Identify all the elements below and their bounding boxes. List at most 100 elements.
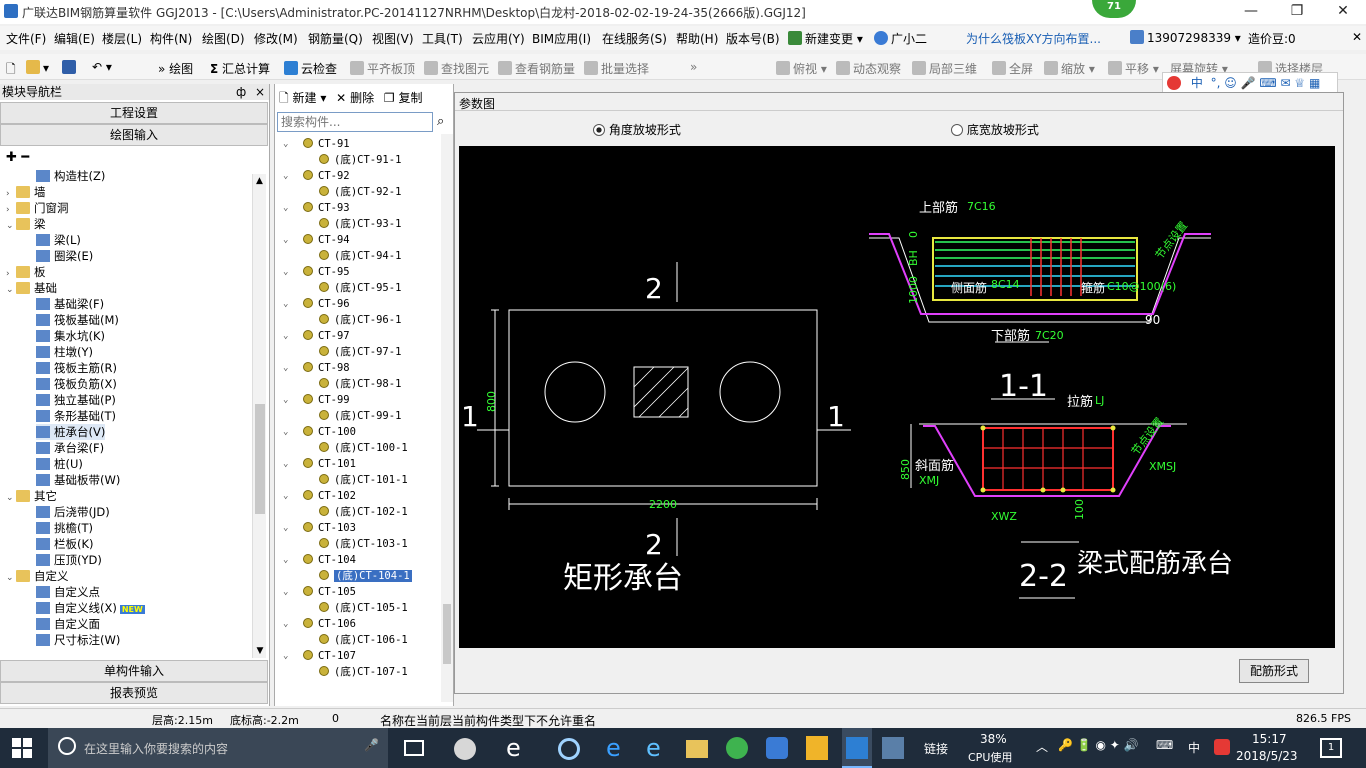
tree-item[interactable]: 筏板负筋(X): [36, 376, 117, 392]
notes-icon[interactable]: [806, 736, 828, 760]
tree-item[interactable]: 挑檐(T): [36, 520, 93, 536]
price-bean[interactable]: 造价豆:0: [1248, 32, 1296, 46]
list-scrollbar[interactable]: [441, 134, 453, 702]
radio-width-slope[interactable]: 底宽放坡形式: [951, 121, 1039, 138]
tree-item[interactable]: 独立基础(P): [36, 392, 116, 408]
component-sub-row[interactable]: (底)CT-98-1: [319, 376, 401, 392]
new-component-button[interactable]: 🗋 新建 ▾: [279, 91, 327, 105]
report-preview-button[interactable]: 报表预览: [0, 682, 268, 704]
ie-icon[interactable]: e: [506, 734, 521, 762]
find-element-button[interactable]: 查找图元: [424, 60, 489, 77]
task-view-icon[interactable]: [404, 740, 424, 756]
component-sub-row[interactable]: (底)CT-96-1: [319, 312, 401, 328]
tree-item[interactable]: 筏板基础(M): [36, 312, 119, 328]
component-sub-row[interactable]: (底)CT-106-1: [319, 632, 408, 648]
component-sub-row[interactable]: (底)CT-94-1: [319, 248, 401, 264]
component-row[interactable]: ⌄CT-100: [283, 424, 356, 440]
app-orbit-icon[interactable]: [558, 738, 580, 760]
sum-calc-button[interactable]: Σ 汇总计算: [210, 62, 271, 76]
collapse-icon[interactable]: ⌄: [283, 139, 289, 149]
tree-item[interactable]: 自定义点: [36, 584, 100, 600]
tree-item[interactable]: 集水坑(K): [36, 328, 105, 344]
undo-icon[interactable]: ↶ ▾: [92, 60, 112, 74]
single-input-button[interactable]: 单构件输入: [0, 660, 268, 682]
more-tools-icon[interactable]: »: [690, 60, 698, 74]
question-link[interactable]: 为什么筏板XY方向布置...: [966, 32, 1101, 46]
scroll-thumb[interactable]: [255, 404, 265, 514]
tree-item[interactable]: 尺寸标注(W): [36, 632, 120, 648]
component-row[interactable]: ⌄CT-94: [283, 232, 350, 248]
local-3d-button[interactable]: 局部三维: [912, 60, 977, 77]
node-setting-1[interactable]: 节点设置: [1153, 219, 1190, 262]
notification-badge[interactable]: 71: [1092, 0, 1136, 18]
tray-icons[interactable]: 🔑 🔋 ◉ ✦ 🔊: [1058, 738, 1139, 752]
keyboard-icon[interactable]: ⌨: [1156, 738, 1174, 752]
menu-item-1[interactable]: 编辑(E): [54, 32, 95, 46]
component-sub-row[interactable]: (底)CT-103-1: [319, 536, 408, 552]
browser-360-icon[interactable]: [726, 737, 748, 759]
tree-item[interactable]: 构造柱(Z): [36, 168, 105, 184]
expand-icon[interactable]: ›: [6, 205, 10, 215]
component-row[interactable]: ⌄CT-102: [283, 488, 356, 504]
project-settings-button[interactable]: 工程设置: [0, 102, 268, 124]
taskbar-search[interactable]: 在这里输入你要搜索的内容 🎤: [48, 728, 388, 768]
tree-item[interactable]: 基础梁(F): [36, 296, 104, 312]
menu-item-13[interactable]: 版本号(B): [726, 32, 780, 46]
collapse-icon[interactable]: ⌄: [6, 493, 14, 503]
panel-close-icon[interactable]: ×: [255, 85, 266, 99]
component-row[interactable]: ⌄CT-103: [283, 520, 356, 536]
component-row[interactable]: ⌄CT-104: [283, 552, 356, 568]
component-row[interactable]: ⌄CT-101: [283, 456, 356, 472]
windows-start-icon[interactable]: [12, 738, 32, 758]
cloud-check-button[interactable]: 云检查: [284, 60, 337, 77]
new-change-button[interactable]: 新建变更 ▾: [788, 30, 863, 47]
menu-item-5[interactable]: 修改(M): [254, 32, 298, 46]
collapse-icon[interactable]: ⌄: [6, 573, 14, 583]
delete-button[interactable]: ✕ 删除: [336, 91, 375, 105]
app-g-icon[interactable]: [766, 737, 788, 759]
save-icon[interactable]: [62, 60, 79, 75]
collapse-icon[interactable]: ⌄: [283, 555, 289, 565]
app-window-icon[interactable]: [882, 737, 904, 759]
collapse-icon[interactable]: ⌄: [283, 331, 289, 341]
component-row[interactable]: ⌄CT-107: [283, 648, 356, 664]
sogou-tray-icon[interactable]: [1214, 739, 1230, 755]
minimize-button[interactable]: —: [1244, 3, 1258, 19]
tree-item[interactable]: ›门窗洞: [6, 200, 69, 216]
tree-scrollbar[interactable]: ▲ ▼: [252, 174, 266, 658]
tree-item[interactable]: ⌄梁: [6, 216, 46, 232]
link-toolbar[interactable]: 链接: [924, 742, 949, 756]
draw-input-button[interactable]: 绘图输入: [0, 124, 268, 146]
component-sub-row[interactable]: (底)CT-92-1: [319, 184, 401, 200]
batch-select-button[interactable]: 批量选择: [584, 60, 649, 77]
ime-toolbar[interactable]: 中 °, ☺ 🎤 ⌨ ✉ ♕ ▦: [1162, 72, 1338, 94]
list-scroll-thumb[interactable]: [443, 604, 451, 664]
tree-item[interactable]: 自定义线(X)NEW: [36, 600, 145, 616]
collapse-icon[interactable]: ⌄: [283, 363, 289, 373]
pan-button[interactable]: 平移 ▾: [1108, 60, 1159, 77]
fullscreen-button[interactable]: 全屏: [992, 60, 1033, 77]
menu-item-9[interactable]: 云应用(Y): [472, 32, 525, 46]
clock-time[interactable]: 15:17: [1252, 732, 1287, 746]
component-row[interactable]: ⌄CT-93: [283, 200, 350, 216]
open-file-icon[interactable]: ▾: [26, 60, 49, 75]
tree-item[interactable]: 后浇带(JD): [36, 504, 110, 520]
component-sub-row[interactable]: (底)CT-107-1: [319, 664, 408, 680]
tree-item[interactable]: 筏板主筋(R): [36, 360, 117, 376]
tree-item[interactable]: 柱墩(Y): [36, 344, 93, 360]
search-icon[interactable]: ⌕: [437, 114, 445, 129]
component-row[interactable]: ⌄CT-105: [283, 584, 356, 600]
file-explorer-icon[interactable]: [686, 740, 708, 758]
rebar-form-button[interactable]: 配筋形式: [1239, 659, 1309, 683]
tree-item[interactable]: 基础板带(W): [36, 472, 120, 488]
component-sub-row[interactable]: (底)CT-97-1: [319, 344, 401, 360]
collapse-icon[interactable]: ⌄: [283, 651, 289, 661]
component-row[interactable]: ⌄CT-96: [283, 296, 350, 312]
draw-button[interactable]: » 绘图: [158, 62, 194, 76]
pin-icon[interactable]: ф: [236, 85, 247, 99]
radio-angle-slope[interactable]: 角度放坡形式: [593, 121, 681, 138]
tree-item[interactable]: ⌄基础: [6, 280, 57, 296]
taskbar-ime[interactable]: 中: [1188, 741, 1201, 755]
collapse-icon[interactable]: ⌄: [283, 235, 289, 245]
user-phone[interactable]: 13907298339 ▾: [1130, 30, 1241, 45]
